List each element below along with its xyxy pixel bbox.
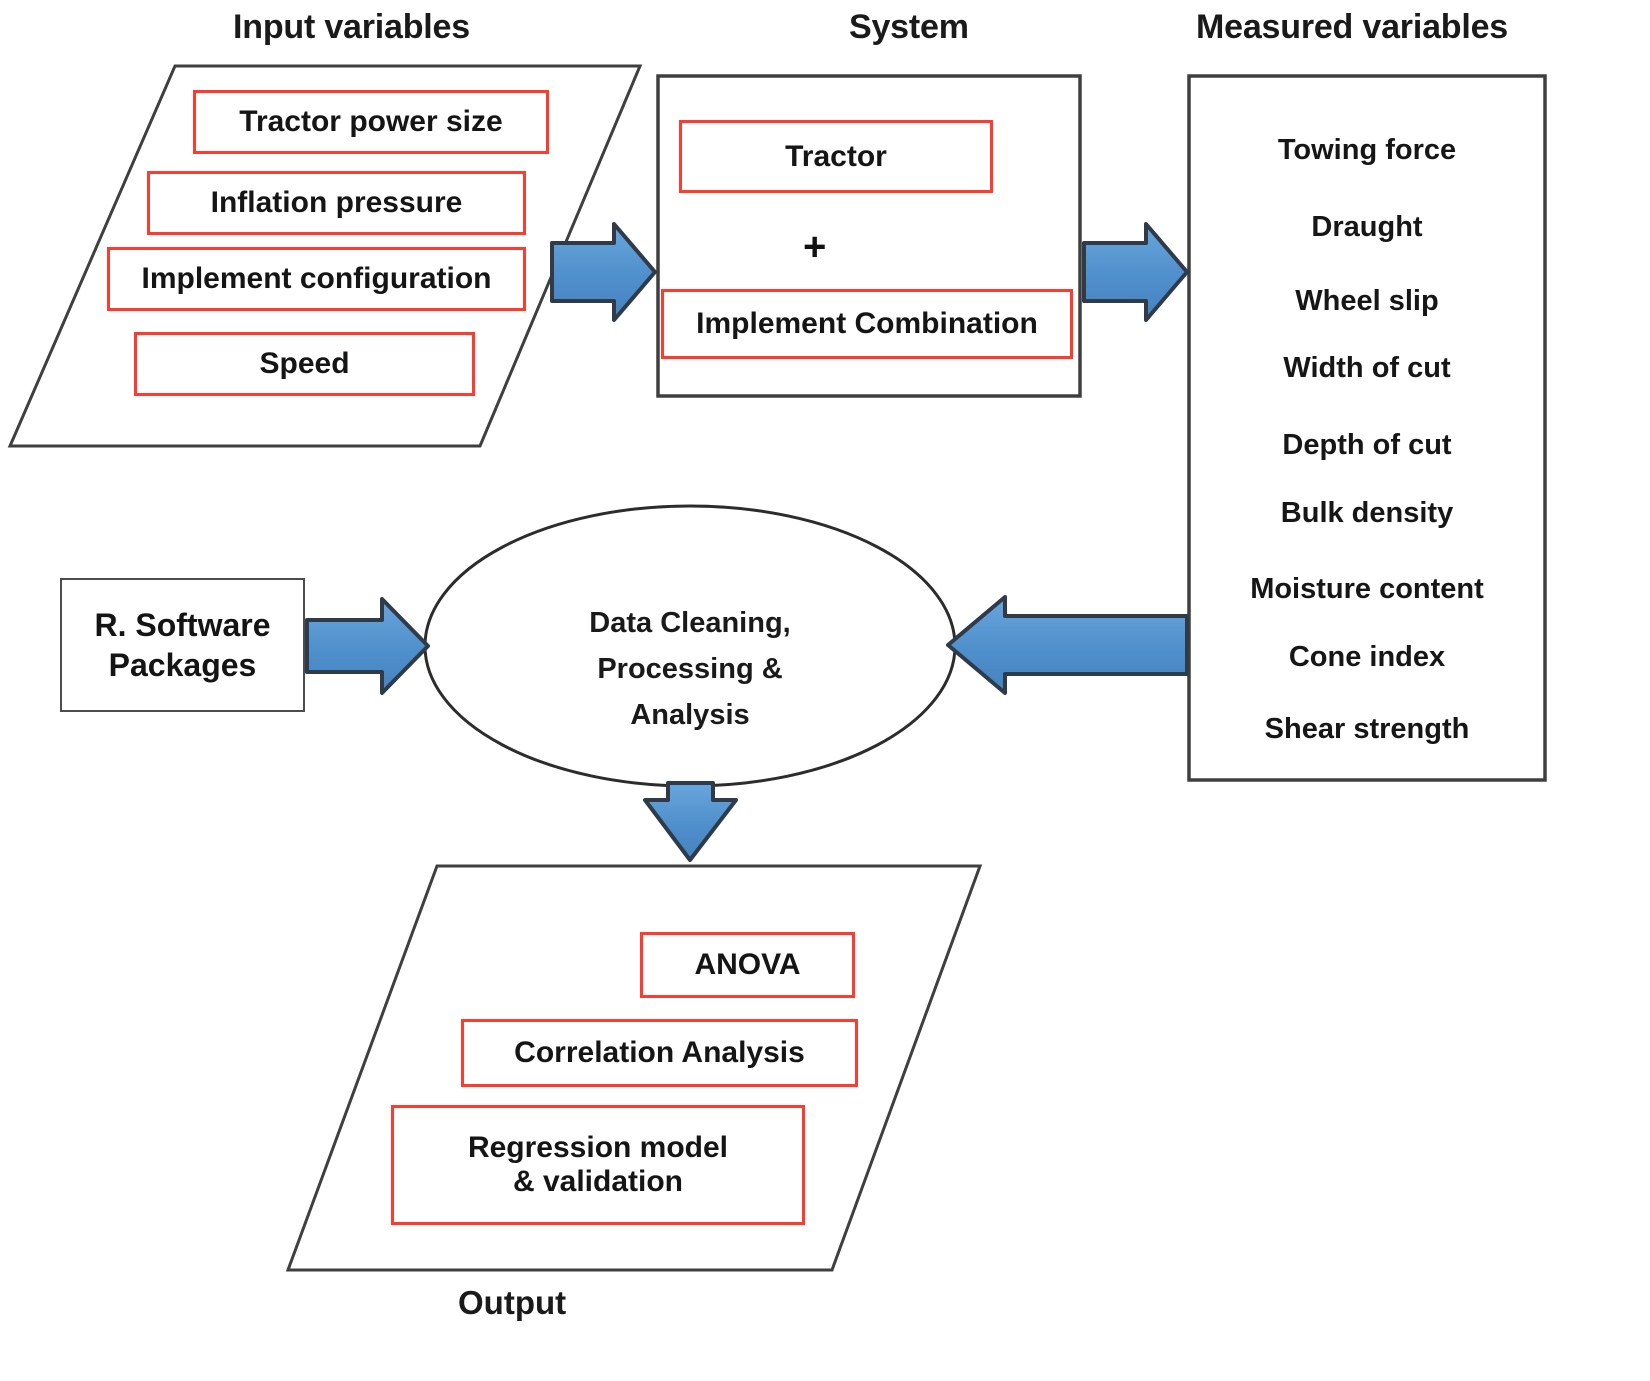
measured-item-towing-force: Towing force: [1277, 134, 1457, 166]
input-item-implement-configuration[interactable]: Implement configuration: [107, 247, 526, 311]
arrow-input-to-system-icon: [550, 222, 657, 322]
process-line-3: Analysis: [630, 698, 750, 731]
system-item-label: Tractor: [785, 139, 887, 173]
measured-item-shear-strength: Shear strength: [1264, 713, 1470, 745]
arrow-process-to-output-icon: [643, 781, 738, 862]
regression-line-2: & validation: [512, 1165, 683, 1198]
input-item-speed[interactable]: Speed: [134, 332, 475, 396]
output-item-correlation-analysis[interactable]: Correlation Analysis: [461, 1019, 858, 1087]
measured-item-moisture-content: Moisture content: [1250, 573, 1484, 605]
software-packages-line1: R. Software: [94, 607, 271, 643]
measured-item-cone-index: Cone index: [1288, 641, 1446, 673]
measured-variables-rectangle: [1187, 74, 1547, 782]
measured-item-bulk-density: Bulk density: [1280, 497, 1454, 529]
header-output: Output: [458, 1284, 567, 1321]
process-line-2: Processing &: [597, 652, 783, 685]
system-plus-operator: +: [803, 225, 827, 269]
input-item-label: Speed: [259, 347, 350, 381]
process-ellipse-label: Data Cleaning, Processing & Analysis: [480, 601, 900, 738]
measured-item-depth-of-cut: Depth of cut: [1282, 429, 1452, 461]
header-measured-variables: Measured variables: [1196, 8, 1509, 46]
software-packages-label: R. Software Packages: [94, 605, 270, 685]
input-item-inflation-pressure[interactable]: Inflation pressure: [147, 171, 526, 235]
measured-item-draught: Draught: [1311, 211, 1423, 243]
system-item-label: Implement Combination: [696, 307, 1038, 341]
output-item-label: ANOVA: [694, 948, 801, 982]
input-item-tractor-power-size[interactable]: Tractor power size: [193, 90, 549, 154]
measured-item-wheel-slip: Wheel slip: [1295, 285, 1439, 317]
output-item-label: Regression model & validation: [468, 1131, 728, 1198]
input-item-label: Tractor power size: [239, 105, 503, 139]
output-item-anova[interactable]: ANOVA: [640, 932, 855, 998]
process-line-1: Data Cleaning,: [589, 607, 791, 639]
arrow-software-to-process-icon: [305, 597, 430, 695]
header-system: System: [849, 8, 969, 46]
arrow-measured-to-process-icon: [946, 595, 1189, 695]
output-item-regression-model[interactable]: Regression model & validation: [391, 1105, 805, 1225]
system-item-implement-combination[interactable]: Implement Combination: [661, 289, 1073, 359]
arrow-system-to-measured-icon: [1082, 222, 1189, 322]
output-item-label: Correlation Analysis: [514, 1036, 805, 1070]
regression-line-1: Regression model: [467, 1131, 729, 1165]
software-packages-box[interactable]: R. Software Packages: [60, 578, 305, 712]
input-item-label: Inflation pressure: [210, 186, 463, 220]
input-item-label: Implement configuration: [141, 262, 492, 296]
measured-item-width-of-cut: Width of cut: [1283, 352, 1451, 384]
system-item-tractor[interactable]: Tractor: [679, 120, 993, 193]
header-input-variables: Input variables: [233, 8, 470, 46]
software-packages-line2: Packages: [108, 647, 257, 683]
